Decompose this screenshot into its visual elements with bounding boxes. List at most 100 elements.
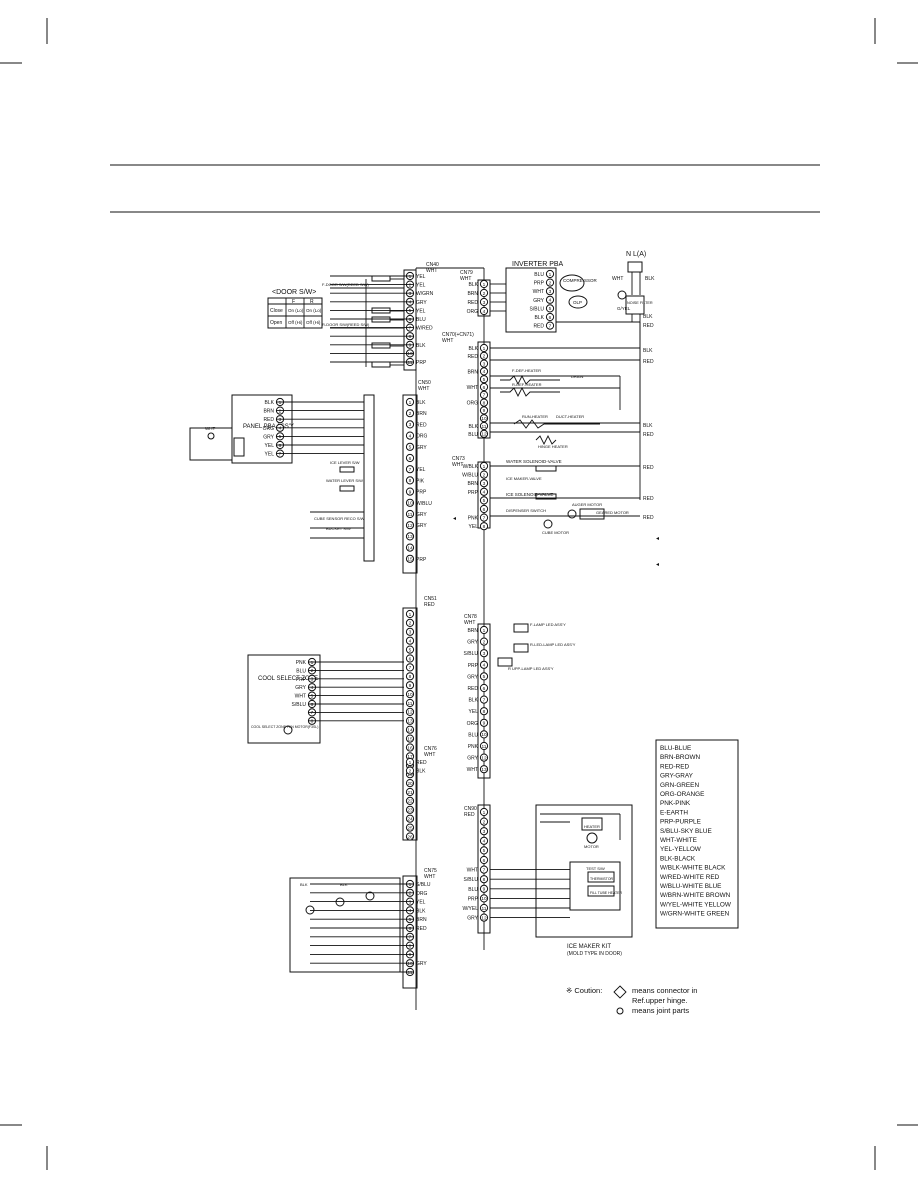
cn50-pin-label: ORG [416,434,428,440]
inv-pin-number: 1 [549,272,552,278]
cn90-pin [479,836,489,845]
inv-pin [545,304,555,313]
cn51-pin-number: 24 [407,817,413,823]
color-legend: BLU-BLUEBRN-BROWNRED-REDGRY-GRAYGRN-GREE… [655,739,739,929]
cn73-pin-number: 3 [483,481,486,487]
cn70-pin-label: BLK [469,346,479,352]
cn75-pin-number: 8 [409,943,412,949]
svg-text:On (Lo): On (Lo) [288,308,304,313]
cn70-pin-number: 1 [483,346,486,352]
cn40-pin-number: 6 [409,317,412,323]
cn51-pin-number: 9 [409,683,412,689]
cn76-pin-number: 2 [409,768,412,774]
cn75-pin-number: 7 [409,935,412,941]
cn51-pin-number: 8 [409,674,412,680]
cn73-pin [479,513,489,522]
cn51-pin-number: 10 [407,692,413,698]
cn79-pin-number: 1 [483,282,486,288]
cn73-pin-number: 2 [483,472,486,478]
svg-text:CN79: CN79 [460,270,473,276]
cn50-pin-label: PRP [416,490,427,496]
cn76-pin [405,757,415,767]
svg-text:CN78: CN78 [464,614,477,620]
cn50-pin-label: GRY [416,512,427,518]
cn50-pin [405,442,415,451]
connector-cn70: CN70(+CN71) WHT 1BLK2RED34BRN56WHT78ORG9… [442,332,654,449]
zone-pin-label: PNK [296,660,307,666]
cn78-pin [479,753,489,762]
svg-text:CN73: CN73 [452,456,465,462]
cn50-pin-number: 4 [409,433,412,439]
legend-item: ORG-ORANGE [660,791,704,798]
cn40-pin-label: YEL [416,274,426,280]
cn50-pin-number: 8 [409,478,412,484]
cn70-pin [479,398,489,407]
svg-text:◂: ◂ [656,562,659,568]
inv-pin-label: BLK [535,315,545,321]
cn73-pin-number: 8 [483,524,486,530]
cn51-pin [405,690,415,699]
cn40-pin-label: GRY [416,300,427,306]
cn73-pin-label: BRN [467,481,478,487]
cn78-pin [479,695,489,704]
svg-text:COOL SELECT ZONE: COOL SELECT ZONE [258,676,318,682]
cn51-pin-number: 2 [409,621,412,627]
cn70-pin [479,414,489,423]
legend-item: WHT-WHITE [660,837,697,844]
legend-item: GRN-GREEN [660,782,699,789]
svg-text:BLK: BLK [645,276,655,282]
cn73-pin-label: W/BLU [462,473,478,479]
cn90-pin [479,894,489,903]
svg-text:MOTOR: MOTOR [584,844,599,849]
cn70-pin-label: ORG [467,401,479,407]
svg-text:CUBE MOTOR: CUBE MOTOR [542,530,569,535]
cn51-pin-number: 23 [407,808,413,814]
cn50-pin-number: 15 [407,557,413,563]
zone-pin-number: 2 [311,668,314,674]
cn78-pin [479,672,489,681]
cn78-pin-number: 9 [483,721,486,727]
cn51-pin [405,779,415,788]
cn75-pin-label: BRN [416,917,427,923]
cn73-pin-number: 1 [483,464,486,470]
svg-text:R: R [310,299,314,305]
panel-pin-number: 2 [279,408,282,414]
svg-text:CN50: CN50 [418,380,431,386]
cn78-pin-number: 7 [483,697,486,703]
legend-item: W/BLU-WHITE BLUE [660,883,721,890]
zone-pin-label: PRP [296,677,307,683]
inv-pin-number: 2 [549,280,552,286]
cn51-pin-number: 17 [407,754,413,760]
svg-text:WHT: WHT [464,620,475,626]
cn50-pin-number: 2 [409,411,412,417]
svg-text:WHT: WHT [442,338,453,344]
zone-pin-label: WHT [295,694,306,700]
cn50-pin [405,509,415,519]
panel-pin-number: 1 [279,400,282,406]
connector-cn78: CN78 WHT 1BRN2GRY3S/BLU4PRP5GRY6RED7BLK8… [464,614,576,779]
svg-text:BLK: BLK [643,314,653,320]
svg-text:G/YEL: G/YEL [617,306,631,311]
svg-text:WHT: WHT [418,386,429,392]
cn73-pin [479,479,489,488]
cn50-pin-label: W/BLU [416,501,432,507]
cn50-pin-label: GRY [416,523,427,529]
cn40-pin-number: 2 [409,282,412,288]
cn75-pin-label: S/BLU [416,882,431,888]
cn90-pin [479,865,489,874]
cn51-pin-number: 22 [407,799,413,805]
cn90-pin-label: GRY [467,916,478,922]
cn73-pin-label: PRP [468,490,479,496]
cn40-sensors: F-DOOR S/W(REED S/W) R-DOOR S/W(REED S/W… [322,275,404,368]
cn70-pin-number: 4 [483,369,486,375]
connector-cn73: CN73 WHT 1W/BLK2W/BLU3BRN4PRP567PNK8YEL … [452,456,659,568]
cn90-pin-number: 8 [483,877,486,883]
cn78-pin [479,718,489,727]
zone-pin-label: GRY [295,685,306,691]
svg-text:DRAIN: DRAIN [571,374,584,379]
legend-item: BLK-BLACK [660,855,696,862]
cn90-pin [479,884,489,893]
